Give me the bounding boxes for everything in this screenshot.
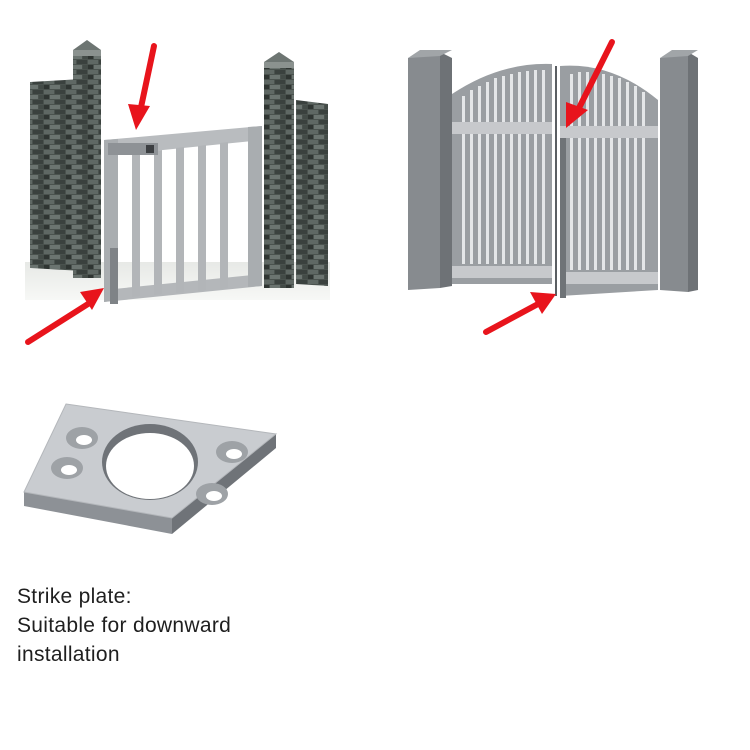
arrow-icon [128,43,157,130]
red-arrows [25,39,615,345]
right-gate-post [660,50,698,292]
right-brick-wall [296,100,328,286]
screw-hole [216,441,248,463]
left-brick-pillar [73,40,101,278]
caption-line-2: Suitable for downward [17,614,232,637]
right-brick-pillar [264,52,294,288]
arrow-icon [566,39,615,128]
left-gate-leaf [452,63,552,284]
screw-hole [66,427,98,449]
caption-line-3: installation [17,643,120,666]
caption-line-1: Strike plate: [17,585,132,608]
screw-hole [51,457,83,479]
left-gate-post [408,50,452,290]
single-gate-scene [25,40,330,304]
single-gate [104,126,262,304]
double-gate-scene [408,50,698,298]
gate-lock-top [108,143,158,155]
double-gate-bolt [560,138,566,298]
drop-bolt [110,248,118,304]
arrow-icon [483,292,556,335]
right-gate-leaf [560,65,658,298]
strike-plate [23,403,278,534]
arrow-icon [25,288,104,345]
screw-hole [196,483,228,505]
strike-plate-caption: Strike plate: Suitable for downward inst… [17,582,231,669]
